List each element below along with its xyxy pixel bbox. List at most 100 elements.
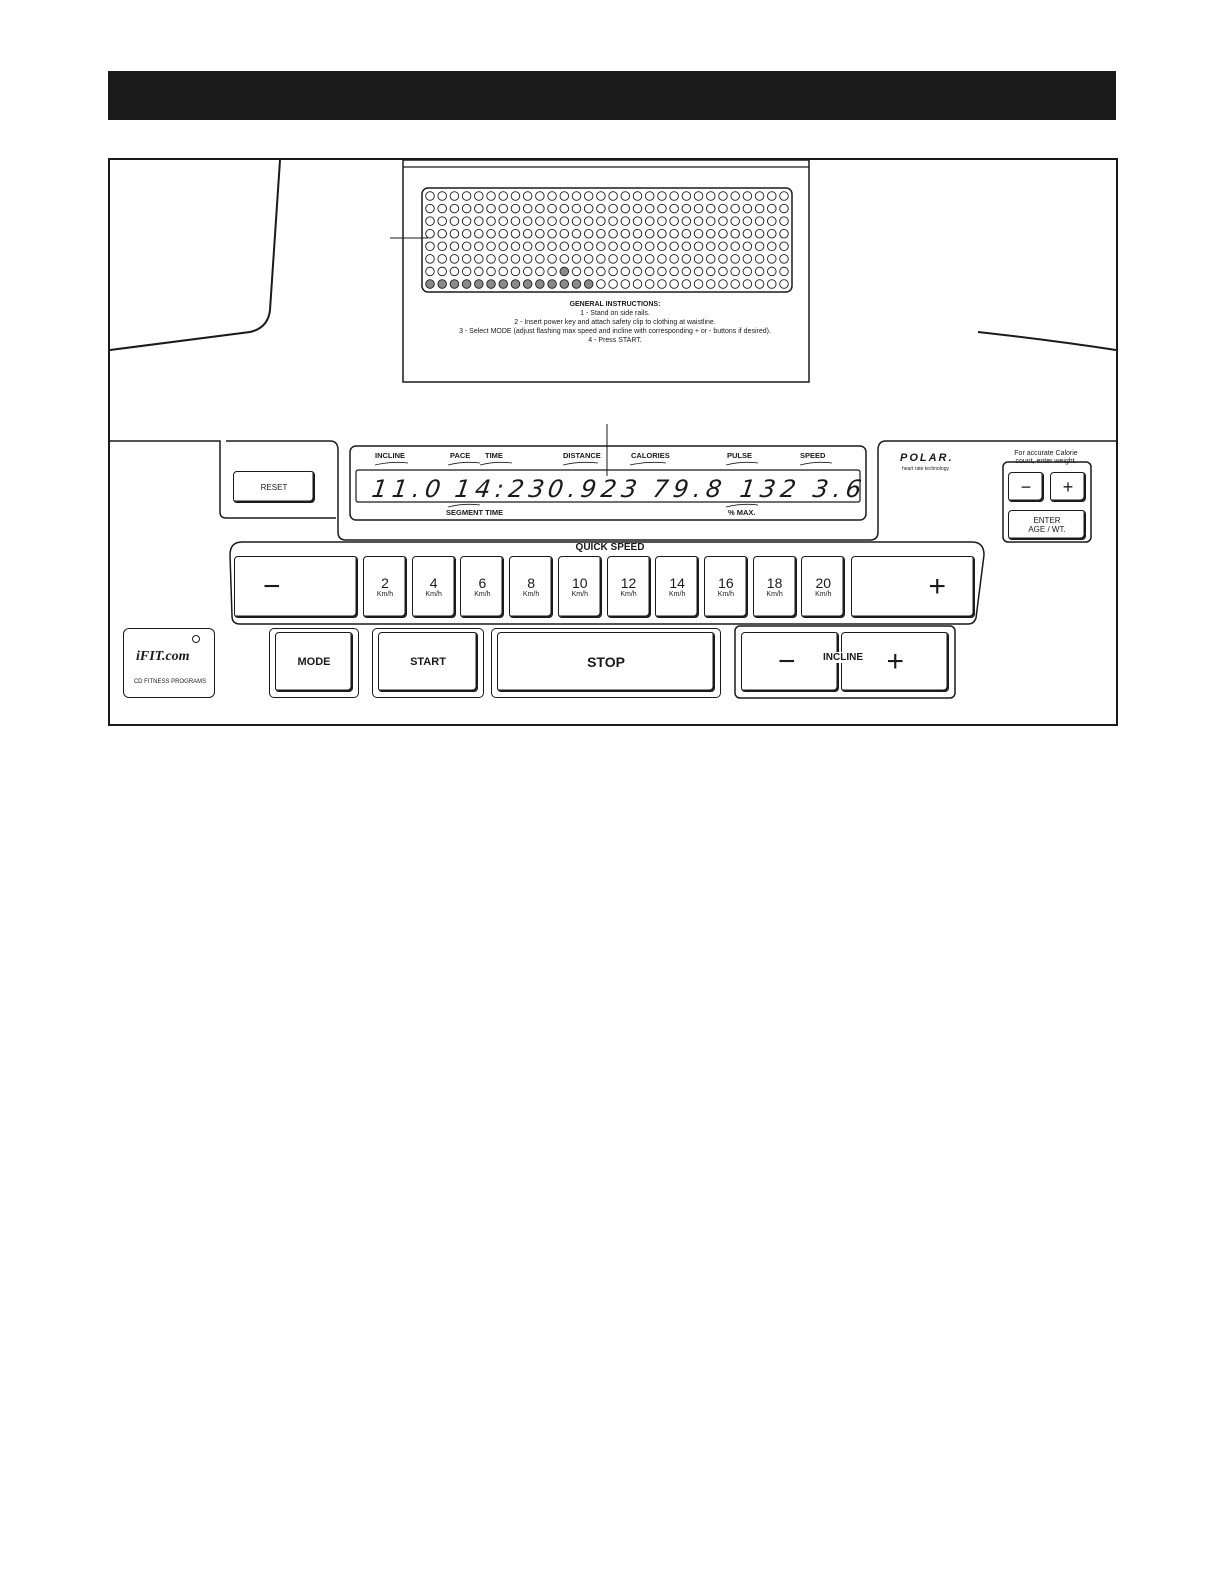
matrix-dot [535,241,545,252]
matrix-dot [632,228,643,239]
matrix-dot [620,266,631,277]
speed-plus-button[interactable]: + [851,556,975,618]
matrix-dot [657,241,667,252]
enter-age-weight-button[interactable]: ENTER AGE / WT. [1008,510,1086,540]
quick-speed-value: 2 [381,574,389,591]
matrix-dot [657,191,667,201]
matrix-dot [657,228,667,239]
matrix-dot [620,228,631,239]
matrix-dot [620,203,631,214]
value-speed: 3.6 [811,475,869,503]
matrix-dot [510,266,521,277]
mode-button[interactable]: MODE [275,632,353,692]
matrix-dot [767,216,777,226]
instruction-line-1: 1 - Stand on side rails. [580,310,650,317]
speed-minus-button[interactable]: − [234,556,358,618]
matrix-dot [681,279,692,289]
matrix-dot [779,241,789,252]
matrix-dot [583,279,594,289]
weight-minus-button[interactable]: − [1008,472,1044,502]
matrix-dot [693,228,704,239]
label-pace: PACE [450,451,471,460]
matrix-dot [596,266,606,277]
matrix-dot [474,254,484,264]
matrix-dot [498,266,508,277]
value-time: 14:23 [453,475,552,503]
matrix-dot [437,241,447,252]
matrix-dot [657,266,667,277]
stop-button[interactable]: STOP [497,632,715,692]
matrix-dot [608,266,618,277]
matrix-dot [559,203,570,214]
matrix-dot [632,203,643,214]
matrix-dot [510,216,521,226]
mode-button-frame [269,628,359,698]
matrix-dot [706,203,716,214]
matrix-dot [608,241,618,252]
matrix-dot [461,228,472,239]
matrix-dot [657,254,667,264]
ifit-badge[interactable]: iFIT.com CD FITNESS PROGRAMS [123,628,215,698]
matrix-dot [730,216,740,226]
matrix-dot [644,203,655,214]
matrix-dot [779,279,789,289]
matrix-dot [718,241,728,252]
matrix-dot [754,254,765,264]
matrix-dot [620,216,631,226]
matrix-dot [779,266,789,277]
ifit-indicator-icon [192,635,200,643]
matrix-dot [693,203,704,214]
matrix-dot [571,228,582,239]
matrix-dot [559,279,570,289]
matrix-dot [571,279,582,289]
weight-plus-button[interactable]: + [1050,472,1086,502]
start-label: START [410,656,446,668]
matrix-dot [486,254,496,264]
matrix-dot [583,241,594,252]
matrix-dot [498,228,508,239]
quick-speed-unit: Km/h [766,590,783,598]
matrix-dot [474,203,484,214]
matrix-dot [559,254,570,264]
matrix-dot [583,203,594,214]
matrix-dot [608,279,618,289]
matrix-dot [474,228,484,239]
matrix-dot [706,241,716,252]
incline-plus-label: + [886,645,904,678]
matrix-dot [437,279,447,289]
matrix-dot [754,241,765,252]
matrix-dot [742,254,753,264]
matrix-dot [522,228,533,239]
label-pct-max: % MAX. [728,508,756,517]
matrix-dot [754,216,765,226]
matrix-dot [510,279,521,289]
matrix-dot [449,279,460,289]
matrix-dot [425,266,435,277]
reset-button[interactable]: RESET [233,471,315,503]
matrix-dot [571,254,582,264]
matrix-dot [632,191,643,201]
matrix-dot [608,191,618,201]
matrix-dot [583,191,594,201]
matrix-dot [632,254,643,264]
matrix-dot [681,241,692,252]
matrix-dot [559,266,570,277]
matrix-dot [767,241,777,252]
matrix-dot [620,279,631,289]
matrix-dot [767,228,777,239]
matrix-dot [535,228,545,239]
matrix-dot [730,279,740,289]
start-button[interactable]: START [378,632,478,692]
matrix-dot [693,191,704,201]
matrix-dot [425,254,435,264]
